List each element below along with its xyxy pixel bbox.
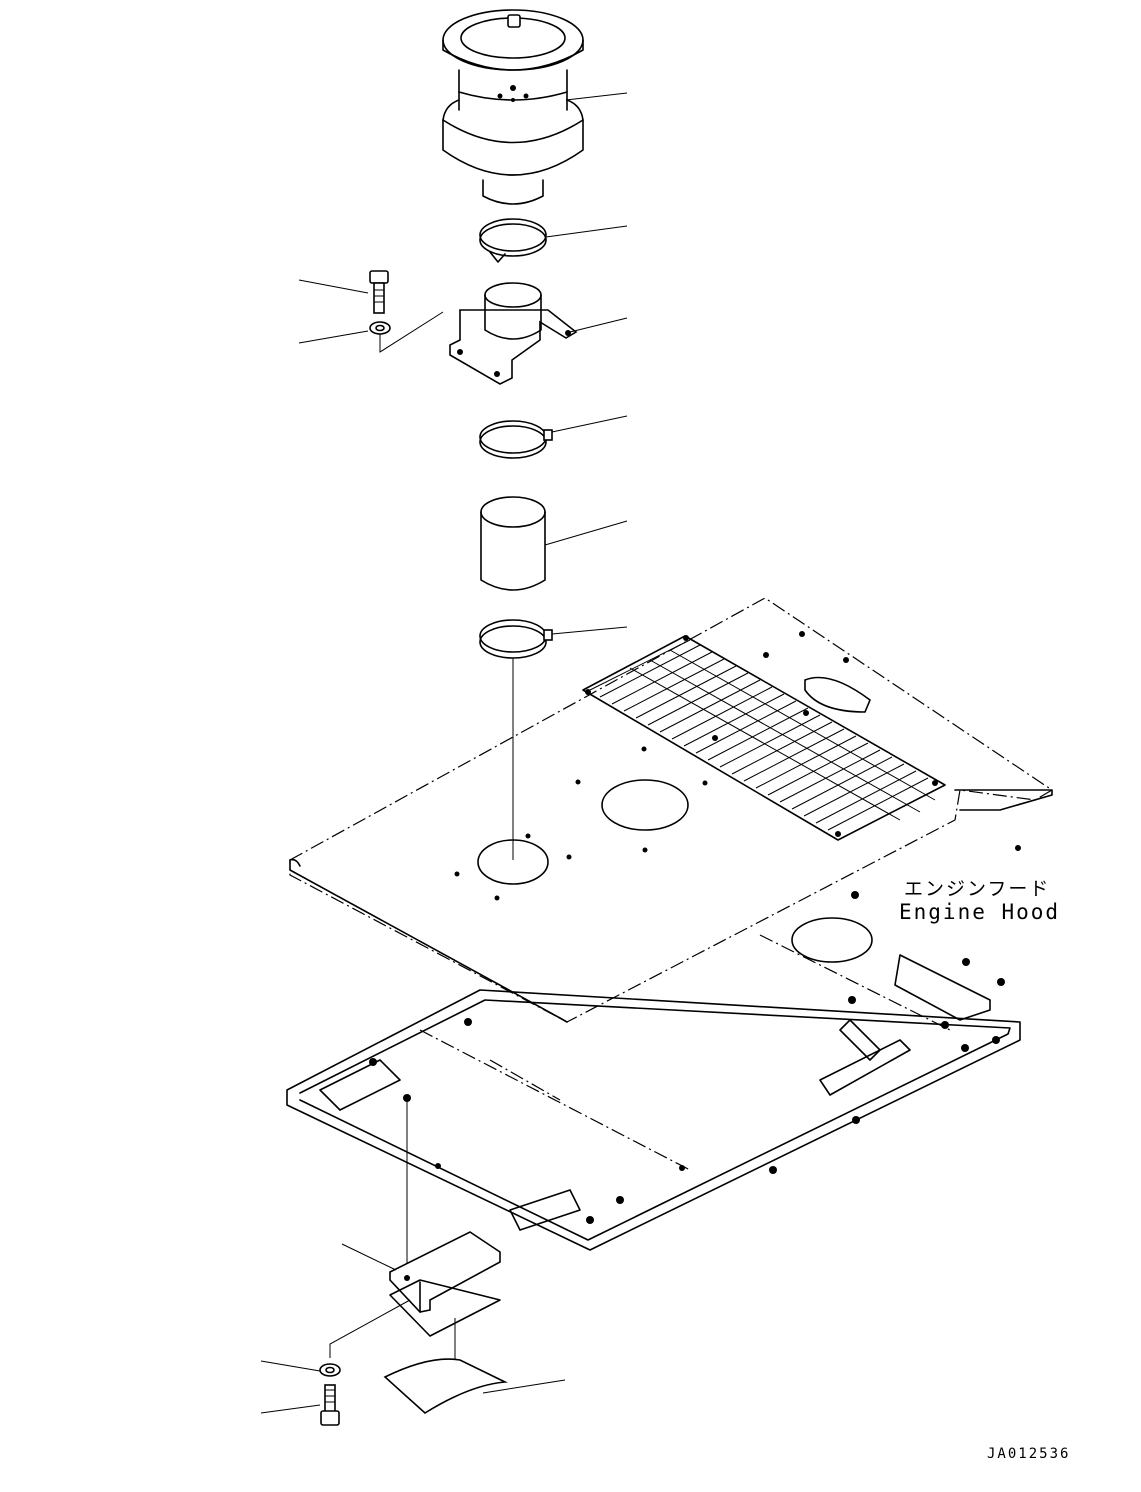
drawing-number: JA012536	[987, 1446, 1071, 1462]
engine-hood-label-jp: エンジンフード	[904, 878, 1051, 900]
washer-upper	[369, 321, 391, 335]
leader-line	[545, 225, 628, 238]
leader-line	[341, 1243, 397, 1271]
leader-line	[544, 520, 628, 546]
leader-line	[565, 92, 628, 101]
curved-cover	[383, 1358, 508, 1414]
leader-line	[298, 279, 369, 294]
hose-clamp-upper	[479, 218, 547, 263]
inspection-cover	[804, 676, 871, 713]
leader-line	[298, 330, 369, 344]
leader-line	[379, 311, 444, 353]
engine-hood-panel	[289, 597, 1054, 1023]
leader-line	[569, 317, 628, 333]
bracket-with-pipe	[449, 282, 578, 385]
precleaner-assembly	[442, 9, 584, 205]
engine-hood-label-en: Engine Hood	[899, 900, 1061, 924]
grille	[582, 635, 946, 841]
leader-line	[551, 626, 628, 635]
lower-bracket	[389, 1231, 501, 1337]
leader-line	[260, 1404, 321, 1414]
hose-clamp-middle	[479, 420, 553, 459]
hood-frame	[286, 891, 1021, 1251]
bolt-lower	[320, 1384, 340, 1426]
leader-line	[329, 1299, 411, 1358]
leader-line	[260, 1360, 321, 1372]
hose	[480, 496, 546, 591]
leader-line	[551, 415, 628, 433]
hood-hole	[601, 779, 689, 831]
hood-hole	[477, 839, 549, 885]
bolt-upper	[369, 270, 389, 314]
washer-lower	[319, 1363, 341, 1377]
leader-line	[482, 1379, 566, 1394]
hose-clamp-lower	[479, 619, 553, 659]
